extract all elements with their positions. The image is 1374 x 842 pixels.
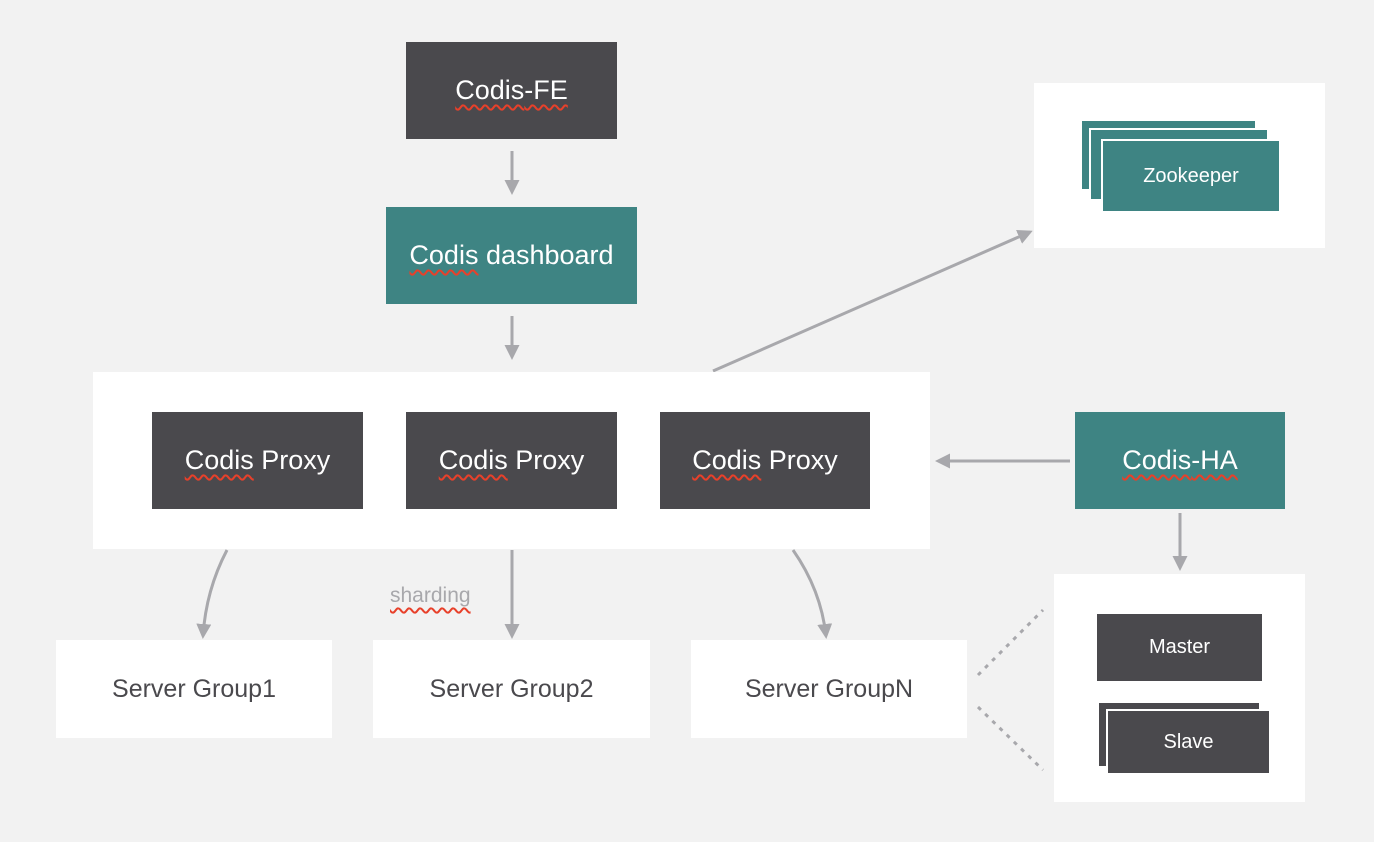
- server-group-label: Server GroupN: [744, 674, 914, 703]
- codis-proxy-node: Codis Proxy: [406, 412, 617, 509]
- master-node: Master: [1097, 614, 1262, 681]
- server-group-box: Server Group1: [56, 640, 332, 738]
- codis-fe-prefix: Codis: [455, 75, 525, 105]
- codis-proxy-label: Codis Proxy: [692, 445, 838, 476]
- server-group-label: Server Group2: [429, 674, 594, 703]
- master-label: Master: [1148, 636, 1211, 658]
- codis-proxy-node: Codis Proxy: [152, 412, 363, 509]
- codis-proxy-suffix: Proxy: [253, 445, 331, 475]
- codis-ha-prefix: Codis: [1122, 445, 1192, 475]
- zookeeper-node: Zookeeper: [1101, 139, 1281, 213]
- codis-proxy-label: Codis Proxy: [185, 445, 331, 476]
- slave-node: Slave: [1106, 709, 1271, 775]
- codis-ha-label: Codis-HA: [1122, 445, 1238, 476]
- arrow-proxies-to-zookeeper: [712, 229, 1033, 373]
- codis-proxy-suffix: Proxy: [507, 445, 585, 475]
- codis-proxy-suffix: Proxy: [761, 445, 838, 475]
- dotted-line-to-master: [976, 608, 1045, 677]
- slave-label: Slave: [1163, 730, 1214, 753]
- codis-ha-suffix: -HA: [1191, 445, 1238, 475]
- codis-dashboard-prefix: Codis: [409, 240, 479, 270]
- codis-fe-suffix: -FE: [524, 75, 568, 105]
- zookeeper-label: Zookeeper: [1143, 164, 1239, 187]
- server-group-box: Server GroupN: [691, 640, 967, 738]
- codis-proxy-node: Codis Proxy: [660, 412, 870, 509]
- codis-ha-node: Codis-HA: [1075, 412, 1285, 509]
- codis-proxy-label: Codis Proxy: [439, 445, 585, 476]
- codis-dashboard-node: Codis dashboard: [386, 207, 637, 304]
- codis-dashboard-suffix: dashboard: [478, 240, 614, 270]
- codis-fe-node: Codis-FE: [406, 42, 617, 139]
- server-group-label: Server Group1: [112, 674, 276, 703]
- codis-proxy-prefix: Codis: [438, 445, 508, 475]
- arrow-proxies-to-group1: [196, 549, 229, 639]
- codis-fe-label: Codis-FE: [455, 75, 568, 106]
- server-group-box: Server Group2: [373, 640, 650, 738]
- dotted-line-to-slave: [976, 705, 1045, 772]
- sharding-edge-label: sharding: [390, 584, 471, 608]
- codis-proxy-prefix: Codis: [692, 445, 762, 475]
- sharding-label: sharding: [390, 584, 471, 607]
- codis-proxy-prefix: Codis: [184, 445, 254, 475]
- codis-dashboard-label: Codis dashboard: [409, 240, 613, 271]
- arrow-proxies-to-groupN: [791, 549, 833, 639]
